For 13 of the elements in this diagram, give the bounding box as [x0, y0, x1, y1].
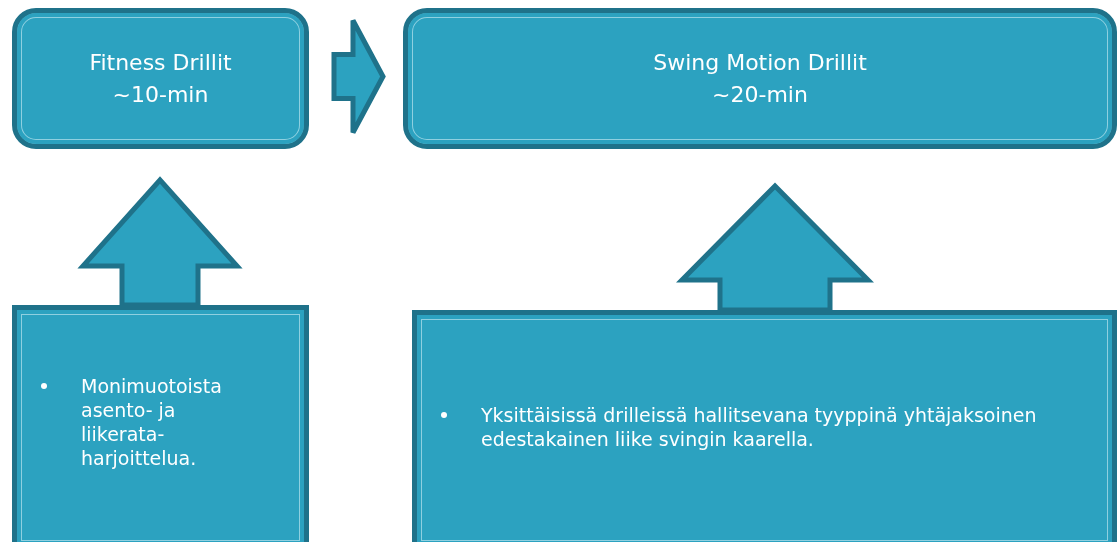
block-arrow [77, 176, 243, 308]
rounded-box [12, 8, 309, 149]
block-arrow [676, 182, 874, 313]
box-title: Fitness Drillit [88, 49, 233, 77]
box-title: ~10-min [111, 81, 210, 109]
box-title: ~20-min [711, 81, 809, 109]
block-arrow [331, 18, 386, 135]
callout-box [412, 310, 1117, 542]
bullet-text: Yksittäisissä drilleissä hallitsevana tyyppinä yhtäjaksoinen edestakainen liike svingin kaarella. [481, 403, 1038, 451]
callout-box [12, 305, 309, 542]
bullet-text: Monimuotoista asento- ja liikerata- harjoittelua. [81, 374, 223, 470]
rounded-box [403, 8, 1117, 149]
box-title: Swing Motion Drillit [652, 49, 868, 77]
